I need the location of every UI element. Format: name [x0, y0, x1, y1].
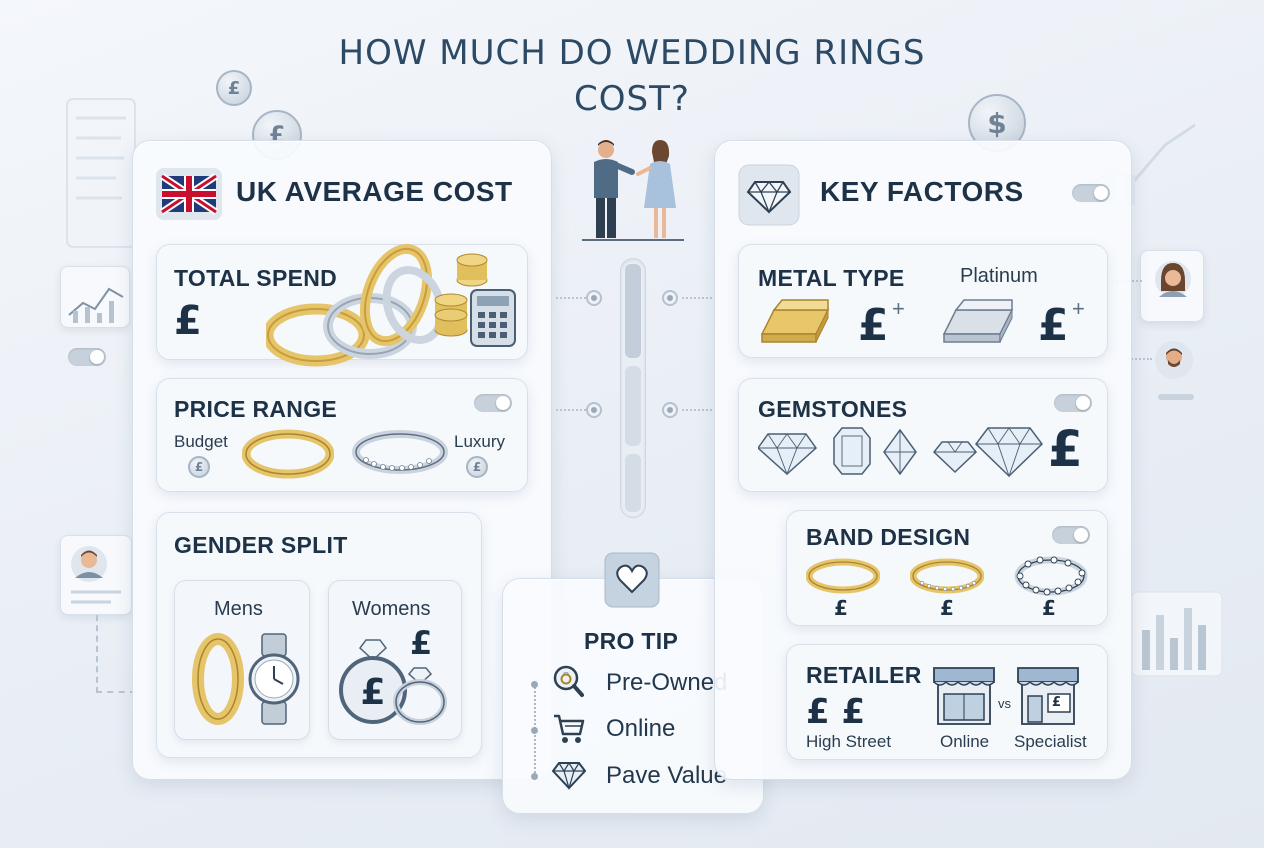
tip-pave-value: Pave Value [606, 762, 727, 789]
band-design-toggle[interactable] [1052, 526, 1090, 544]
pave-band-icon [910, 558, 984, 594]
connector-line [96, 615, 136, 693]
eternity-band-icon [1014, 554, 1088, 596]
budget-coin-icon: £ [188, 456, 210, 478]
pro-tip-label: PRO TIP [584, 628, 679, 654]
engagement-rings-icon: £ [336, 634, 460, 730]
connector-node [662, 402, 678, 418]
toggle-switch[interactable] [68, 348, 106, 366]
tip-bullet [531, 773, 538, 780]
diamond-icon [552, 760, 586, 790]
tip-online: Online [606, 715, 676, 742]
gold-plus: + [892, 296, 905, 321]
scrollbar-thumb[interactable] [625, 264, 641, 358]
background-bar-chart-icon [1130, 590, 1225, 680]
connector-node [586, 290, 602, 306]
gemstones-icons [758, 424, 1048, 482]
mens-label: Mens [214, 598, 263, 620]
womens-label: Womens [352, 598, 431, 620]
profile-card [60, 535, 132, 615]
watch-icon [246, 632, 302, 727]
mens-band-icon [188, 632, 248, 727]
eternity-band-pound: £ [1042, 596, 1056, 620]
specialist-shop-pound: £ [1052, 695, 1062, 710]
platinum-label: Platinum [960, 265, 1038, 287]
connector-dots [682, 297, 712, 299]
magnifier-ring-icon [552, 664, 584, 698]
connector-dots [556, 297, 586, 299]
connector-dots [1128, 358, 1152, 360]
heart-icon [604, 552, 660, 608]
plain-band-icon [806, 558, 880, 594]
price-range-label: PRICE RANGE [174, 396, 338, 422]
key-factors-heading: KEY FACTORS [820, 176, 1024, 207]
tip-pre-owned: Pre-Owned [606, 669, 728, 696]
metal-type-label: METAL TYPE [758, 265, 905, 291]
tip-bullet [531, 681, 538, 688]
tip-bullet [531, 727, 538, 734]
online-label: Online [940, 732, 990, 751]
svg-text:£: £ [360, 672, 385, 713]
plain-band-pound: £ [834, 596, 848, 620]
luxury-label: Luxury [454, 432, 506, 451]
specialist-label: Specialist [1014, 732, 1087, 751]
scrollbar-segment [625, 366, 641, 446]
gemstones-pound: £ [1048, 420, 1083, 478]
platinum-pound: £ [1038, 300, 1069, 351]
gold-pound: £ [858, 300, 889, 351]
uk-average-cost-heading: UK AVERAGE COST [236, 176, 513, 207]
total-spend-pound: £ [174, 298, 202, 344]
decorative-line [1158, 394, 1194, 400]
shopping-cart-icon [552, 712, 586, 746]
luxury-coin-icon: £ [466, 456, 488, 478]
high-street-label: High Street [806, 732, 892, 751]
profile-icon-man [1154, 340, 1194, 380]
gemstones-label: GEMSTONES [758, 396, 908, 422]
gold-bar-icon [760, 298, 830, 344]
diamond-band-icon [352, 428, 448, 476]
vs-label: vs [998, 696, 1011, 711]
connector-node [586, 402, 602, 418]
retailer-pounds: £ £ [806, 692, 866, 732]
scrollbar-segment [625, 454, 641, 512]
couple-illustration [578, 136, 688, 244]
pave-band-pound: £ [940, 596, 954, 620]
womens-pound: £ [410, 624, 433, 662]
background-document-icon [66, 98, 136, 248]
band-design-label: BAND DESIGN [806, 524, 971, 550]
gender-split-label: GENDER SPLIT [174, 532, 348, 558]
gemstones-toggle[interactable] [1054, 394, 1092, 412]
online-store-icon [932, 664, 996, 726]
mini-chart-card [60, 266, 130, 328]
gold-band-icon [242, 428, 334, 480]
key-factors-toggle[interactable] [1072, 184, 1110, 202]
total-spend-label: TOTAL SPEND [174, 265, 338, 291]
wedding-rings-illustration [266, 220, 526, 370]
platinum-bar-icon [942, 298, 1014, 344]
price-range-card [156, 378, 528, 492]
price-range-toggle[interactable] [474, 394, 512, 412]
specialist-store-icon [1016, 664, 1080, 726]
pound-coin-icon: £ [216, 70, 252, 106]
platinum-plus: + [1072, 296, 1085, 321]
connector-dots [556, 409, 586, 411]
profile-card-woman [1140, 250, 1204, 322]
retailer-label: RETAILER [806, 662, 922, 688]
page-title: HOW MUCH DO WEDDING RINGS COST? [338, 33, 926, 119]
diamond-header-icon [738, 164, 800, 226]
connector-dots [682, 409, 712, 411]
budget-label: Budget [174, 432, 228, 451]
uk-flag-icon [156, 168, 222, 220]
connector-node [662, 290, 678, 306]
